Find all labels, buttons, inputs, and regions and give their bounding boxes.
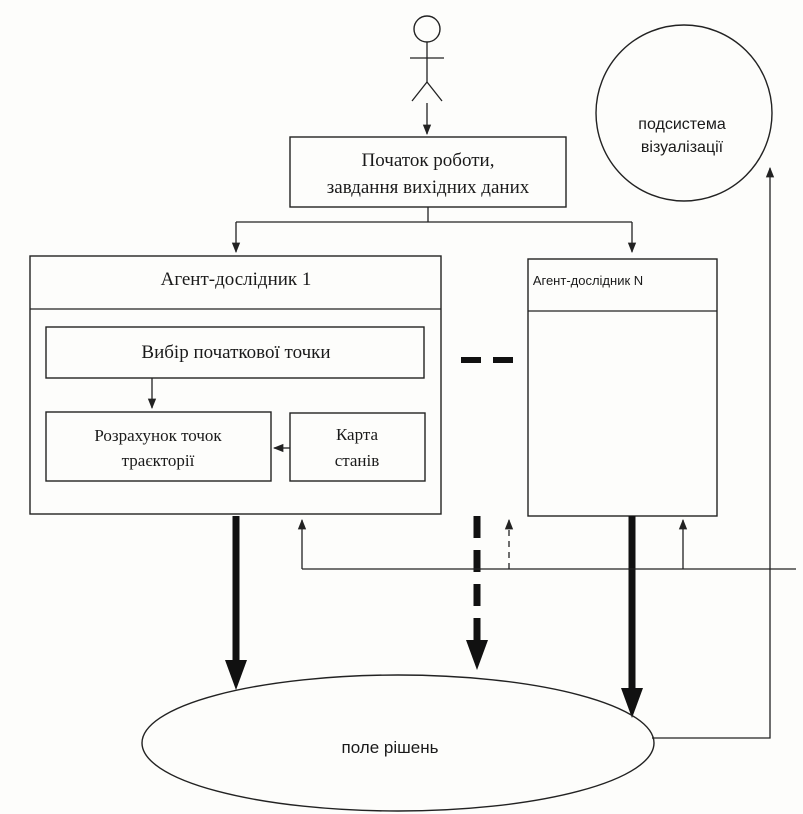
branch-connector <box>231 207 637 254</box>
visualization-subsystem: подсистема візуалізації <box>595 24 773 202</box>
visualization-line1: подсистема <box>638 116 726 133</box>
thick-arrow-agent-1 <box>225 516 247 690</box>
feedback-bus <box>297 518 796 570</box>
solution-field: поле рішень <box>141 674 655 812</box>
trajectory-line1: Розрахунок точок <box>94 426 222 445</box>
agent-n-block: Агент-дослідник N <box>527 258 718 517</box>
thick-arrow-agent-n <box>621 516 643 718</box>
trajectory-box <box>45 411 272 482</box>
solution-to-visualization-connector <box>652 166 775 739</box>
trajectory-line2: траєкторії <box>122 451 195 470</box>
start-box-line1: Початок роботи, <box>362 150 495 171</box>
state-map-line1: Карта <box>336 425 379 444</box>
state-map-box <box>289 412 426 482</box>
agent-1-block: Агент-дослідник 1 Вибір початкової точки… <box>29 255 442 515</box>
start-point-box <box>45 326 425 379</box>
state-map-line2: станів <box>335 451 380 470</box>
actor-icon <box>410 15 444 102</box>
start-point-label: Вибір початкової точки <box>141 342 330 363</box>
start-box-line2: завдання вихідних даних <box>327 177 530 198</box>
visualization-line2: візуалізації <box>641 139 724 156</box>
solution-field-label: поле рішень <box>342 738 439 757</box>
agent-1-title: Агент-дослідник 1 <box>161 269 312 290</box>
thick-dashed-arrow-middle <box>466 516 488 670</box>
start-box: Початок роботи, завдання вихідних даних <box>289 136 567 208</box>
agent-n-title: Агент-дослідник N <box>533 273 643 288</box>
